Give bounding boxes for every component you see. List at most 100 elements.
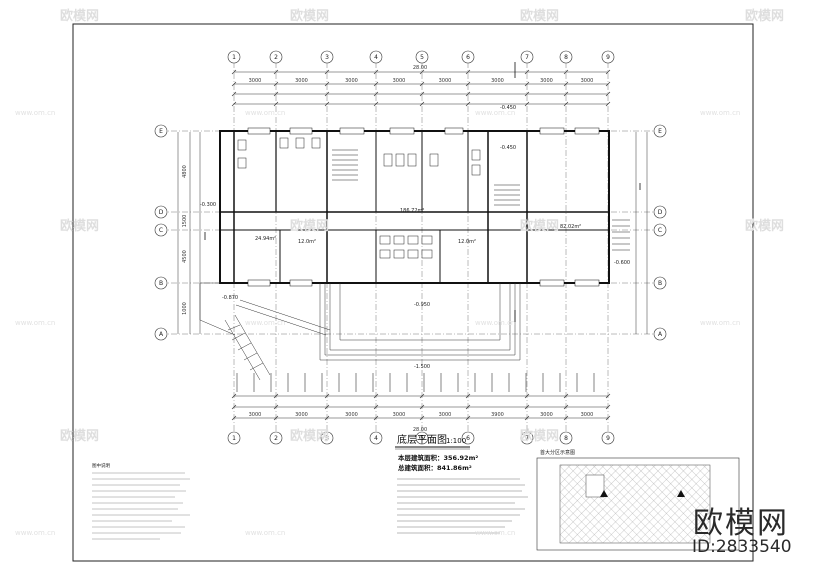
svg-text:E: E: [658, 128, 662, 135]
watermark-url: www.om.cn: [15, 109, 55, 117]
dimension-label: 3000: [345, 78, 358, 84]
watermark-url: www.om.cn: [700, 109, 740, 117]
toilet-fixtures: [237, 137, 481, 176]
svg-text:2: 2: [274, 435, 278, 442]
svg-text:4: 4: [374, 54, 378, 61]
dimension-label: 3000: [581, 78, 594, 84]
watermark-text: 欧模网: [60, 428, 99, 444]
dimension-label: 3000: [249, 78, 262, 84]
grid-bubbles-top: 1 2 3 4 5 6 7 8 9: [227, 50, 615, 64]
key-plan-frame: [536, 457, 740, 551]
svg-text:A: A: [658, 331, 663, 338]
svg-text:7: 7: [525, 54, 529, 61]
key-plan-title: 首大分区示意图: [540, 449, 575, 456]
grid-bubble-4: 4: [369, 431, 383, 445]
svg-text:C: C: [159, 227, 163, 234]
grid-bubble-B: B: [154, 276, 168, 290]
watermark-text: 欧模网: [290, 8, 329, 24]
grid-bubble-9: 9: [601, 431, 615, 445]
section-mark: [204, 62, 641, 322]
dimension-label: 4500: [182, 250, 188, 263]
watermark-text: 欧模网: [290, 428, 329, 444]
dimension-label: 3000: [540, 412, 553, 418]
grid-bubble-6: 6: [461, 50, 475, 64]
dimension-label: 3000: [295, 78, 308, 84]
watermark-url: www.om.cn: [15, 319, 55, 327]
drawing-title: 底层平面图: [397, 433, 447, 446]
elevation-mark: -0.950: [414, 302, 430, 308]
svg-text:5: 5: [420, 54, 424, 61]
room-area-2: 12.0m²: [298, 239, 316, 245]
watermark-text: 欧模网: [60, 218, 99, 234]
svg-text:8: 8: [564, 54, 568, 61]
grid-bubble-B: B: [653, 276, 667, 290]
grid-bubble-5: 5: [415, 50, 429, 64]
dimension-label: 1500: [182, 215, 188, 228]
svg-text:9: 9: [606, 54, 610, 61]
svg-text:B: B: [658, 280, 662, 287]
dimension-label: 3000: [249, 412, 262, 418]
right-dimensions: [635, 132, 648, 334]
grid-bubble-1: 1: [227, 50, 241, 64]
stair: [332, 149, 630, 251]
bollard-row: [236, 373, 595, 392]
dimension-label: 3000: [491, 78, 504, 84]
tables: [379, 235, 433, 259]
grid-bubble-D: D: [154, 205, 168, 219]
watermark-url: www.om.cn: [475, 319, 515, 327]
svg-text:5: 5: [420, 435, 424, 442]
grid-bubble-E: E: [653, 124, 667, 138]
svg-text:6: 6: [466, 54, 470, 61]
watermark-text: 欧模网: [745, 8, 784, 24]
notes-heading: 图中说明: [92, 462, 110, 469]
left-notes-block: [92, 472, 190, 540]
svg-text:3: 3: [325, 435, 329, 442]
grid-bubble-9: 9: [601, 50, 615, 64]
watermark-layer: 欧模网 www.om.cn 欧模网 www.om.cn 欧模网 www.om.cn 欧模网 w…: [15, 8, 784, 537]
grid-bubble-C: C: [154, 223, 168, 237]
room-area-4: 82.02m²: [560, 224, 581, 230]
room-area-3: 12.0m²: [458, 239, 476, 245]
grid-bubble-A: A: [653, 327, 667, 341]
watermark-text: 欧模网: [520, 218, 559, 234]
watermark-text: 欧模网: [520, 8, 559, 24]
watermark-url: www.om.cn: [245, 109, 285, 117]
brand-logo-text: 欧模网: [693, 506, 789, 541]
grid-bubbles-left: E D C B A: [154, 124, 168, 341]
vertical-grid-lines: [233, 62, 609, 432]
windows: [247, 127, 600, 287]
grid-bubble-2: 2: [269, 50, 283, 64]
svg-text:D: D: [658, 209, 663, 216]
floor-area: 本层建筑面积：356.92m²: [398, 453, 478, 462]
grid-bubble-7: 7: [520, 50, 534, 64]
svg-text:E: E: [159, 128, 163, 135]
svg-text:D: D: [159, 209, 164, 216]
dimension-label: 3000: [393, 412, 406, 418]
watermark-url: www.om.cn: [245, 529, 285, 537]
watermark-url: www.om.cn: [15, 529, 55, 537]
svg-text:1: 1: [232, 54, 236, 61]
grid-bubble-A: A: [154, 327, 168, 341]
accessible-ramp: [224, 314, 271, 381]
overall-dimension-top: 28.00: [413, 65, 427, 71]
grid-bubble-4: 4: [369, 50, 383, 64]
elevation-mark: -0.600: [614, 260, 630, 266]
dimension-label: 3000: [439, 78, 452, 84]
grid-bubble-C: C: [653, 223, 667, 237]
dimension-label: 3000: [345, 412, 358, 418]
grid-bubble-1: 1: [227, 431, 241, 445]
svg-text:3: 3: [325, 54, 329, 61]
elevation-mark: -0.300: [200, 202, 216, 208]
dimension-label: 3000: [439, 412, 452, 418]
svg-text:8: 8: [564, 435, 568, 442]
svg-text:C: C: [658, 227, 662, 234]
dimension-label: 1000: [182, 302, 188, 315]
watermark-url: www.om.cn: [245, 319, 285, 327]
watermark-url: www.om.cn: [700, 319, 740, 327]
top-dimensions: [234, 71, 608, 105]
elevation-mark: -1.500: [414, 364, 430, 370]
